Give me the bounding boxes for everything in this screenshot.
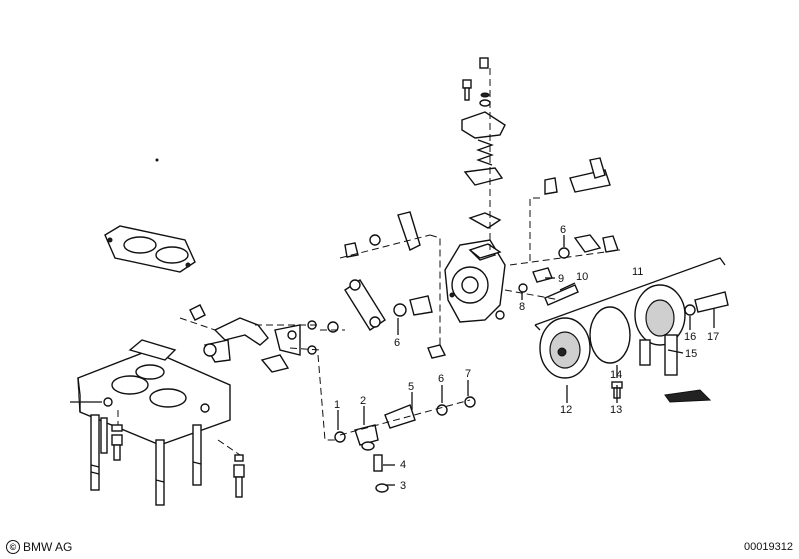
- callout-13: 13: [610, 404, 622, 416]
- flange-gasket: [104, 225, 196, 273]
- callout-17: 17: [707, 331, 719, 343]
- callout-14: 14: [610, 369, 622, 381]
- callout-leaders: [337, 235, 715, 486]
- callout-10: 10: [576, 271, 588, 283]
- choke-cover-stack: [461, 57, 506, 259]
- center-linkage: [320, 211, 447, 359]
- callout-1: 1: [334, 399, 340, 411]
- base-bolts: [111, 410, 245, 498]
- callout-12: 12: [560, 404, 572, 416]
- callout-6-upper: 6: [560, 224, 566, 236]
- callout-6-lower: 6: [438, 373, 444, 385]
- callout-5: 5: [408, 381, 414, 393]
- brand-name: BMW AG: [23, 540, 73, 554]
- callout-4: 4: [400, 459, 406, 471]
- callout-11: 11: [632, 266, 643, 278]
- throttle-lever-linkage: [179, 304, 340, 441]
- callout-2: 2: [360, 395, 366, 407]
- callout-6-left: 6: [394, 337, 400, 349]
- accelerator-pump-assembly: [534, 257, 729, 403]
- copyright-notice: © BMW AG: [6, 540, 72, 554]
- callout-3: 3: [400, 480, 406, 492]
- carburetor-body: [444, 239, 506, 323]
- carburetor-studs: [90, 414, 202, 506]
- throttle-body-assembly: [70, 339, 231, 446]
- copyright-icon: ©: [6, 540, 20, 554]
- callout-labels: 1 2 3 4 5 6 6 6 7 8 9 10 11 12 13 14 15 …: [334, 224, 719, 492]
- callout-7: 7: [465, 368, 471, 380]
- drawing-number: 00019312: [744, 541, 793, 553]
- callout-15: 15: [685, 348, 697, 360]
- callout-9: 9: [558, 273, 564, 285]
- lower-hardware: [334, 396, 476, 493]
- callout-16: 16: [684, 331, 696, 343]
- callout-8: 8: [519, 301, 525, 313]
